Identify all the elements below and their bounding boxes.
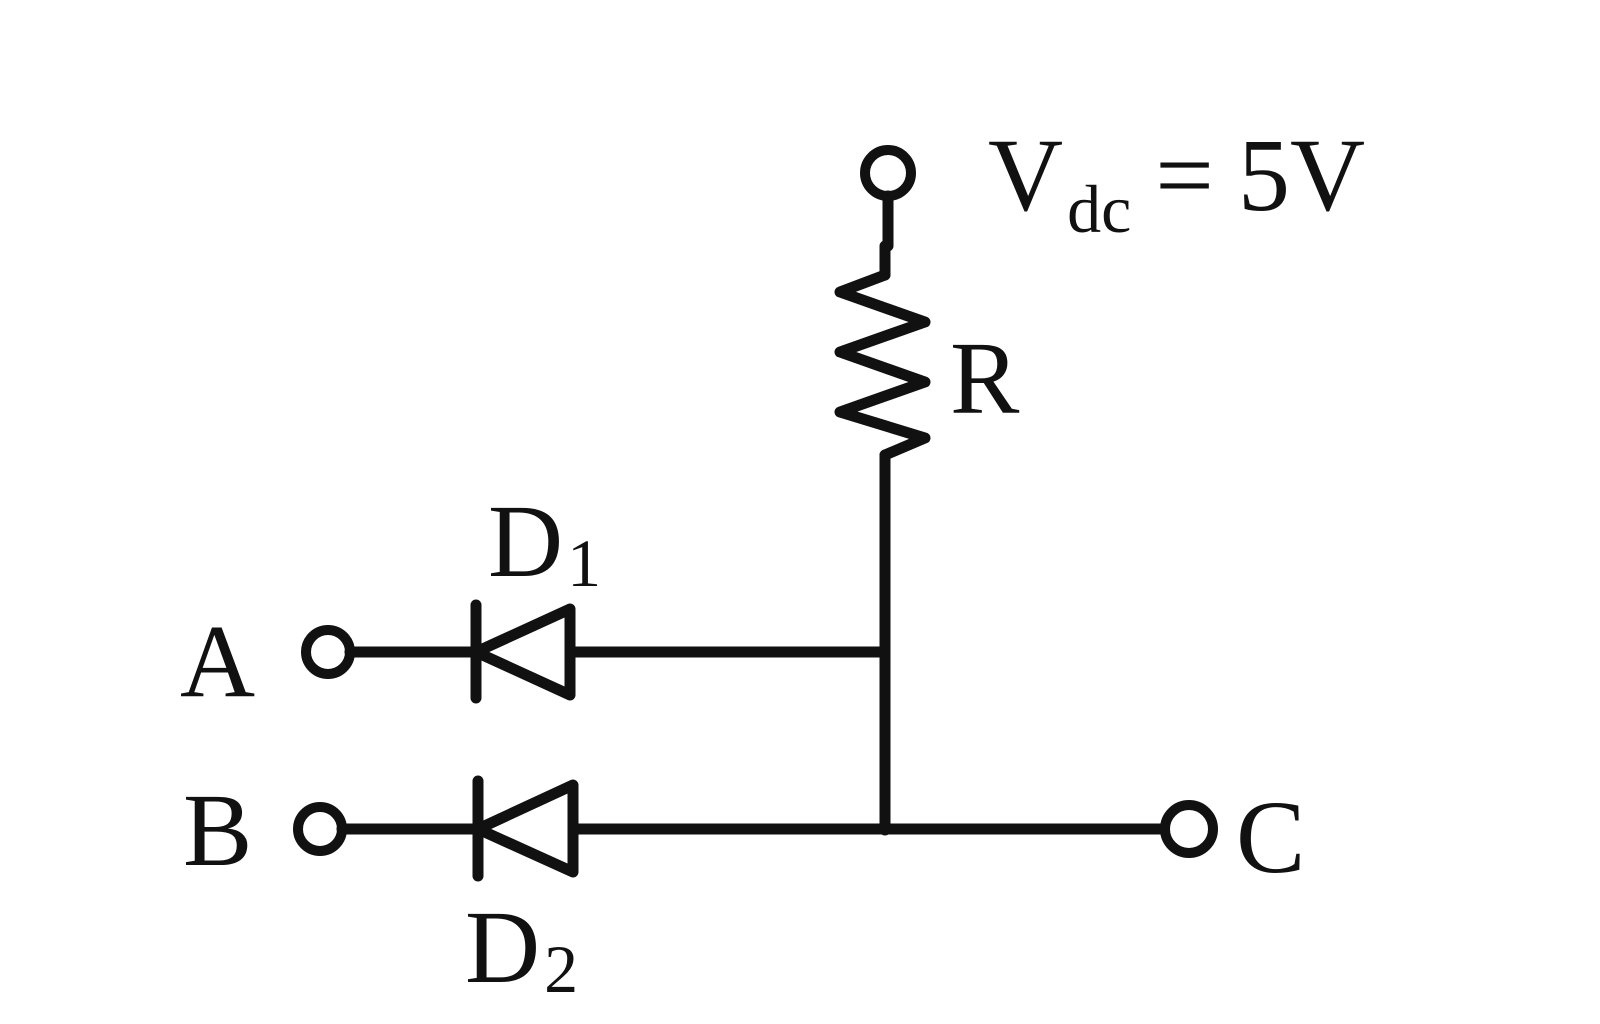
terminal-a-label: A bbox=[180, 604, 255, 719]
supply-value: 5V bbox=[1238, 118, 1365, 233]
supply-subscript: dc bbox=[1067, 171, 1131, 247]
diode-d2-triangle bbox=[472, 779, 579, 878]
terminal-a-circle bbox=[301, 625, 355, 679]
diode-d1-label: D 1 bbox=[488, 484, 601, 601]
supply-symbol: V bbox=[988, 118, 1063, 233]
diode-d1-letter: D bbox=[488, 484, 563, 599]
terminal-b-label: B bbox=[183, 773, 252, 888]
supply-terminal bbox=[860, 145, 916, 201]
terminal-b-circle bbox=[293, 802, 347, 856]
terminal-c-label: C bbox=[1236, 780, 1305, 895]
resistor-label: R bbox=[950, 321, 1020, 436]
resistor-zigzag bbox=[834, 269, 931, 461]
terminal-c-circle bbox=[1160, 800, 1218, 858]
supply-lead-wire bbox=[879, 190, 894, 281]
diode-d2-letter: D bbox=[465, 890, 540, 1005]
diode-d2-index: 2 bbox=[544, 931, 578, 1007]
supply-voltage-label: V dc = 5V bbox=[988, 118, 1365, 247]
diode-d1-triangle bbox=[470, 603, 576, 701]
diode-d2-label: D 2 bbox=[465, 890, 578, 1007]
diode-d1-index: 1 bbox=[567, 525, 601, 601]
supply-equals: = bbox=[1155, 118, 1214, 233]
